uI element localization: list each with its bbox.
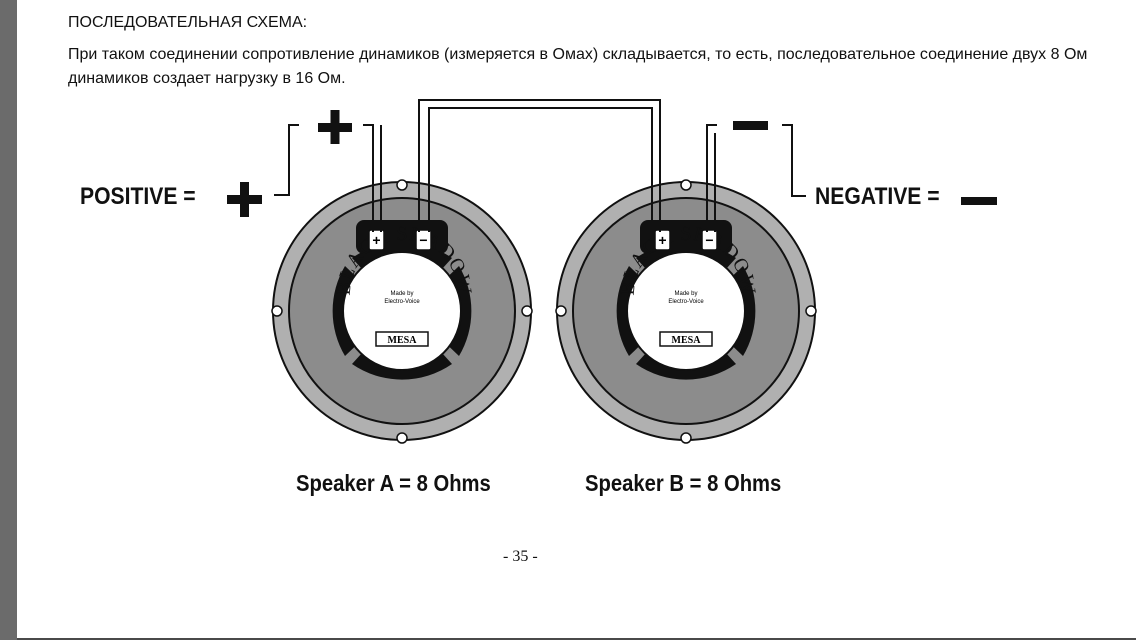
series-wiring-diagram: BLACK SHADOW Made by Electro-Voice MESA … (227, 99, 997, 444)
speaker-b-maker: Electro-Voice (668, 299, 704, 305)
speaker-a-plus-terminal: + (372, 232, 380, 248)
negative-symbol-icon (961, 197, 997, 205)
minus-sign-icon (733, 121, 768, 130)
page-number: - 35 - (503, 548, 538, 565)
body-paragraph: При таком соединении сопротивление динам… (68, 46, 1088, 87)
page-edge (17, 638, 1136, 640)
wiring (274, 99, 806, 232)
speaker-a-maker: Electro-Voice (384, 299, 420, 305)
speaker-b-minus-terminal: − (705, 232, 713, 248)
speaker-b-plus-terminal: + (658, 232, 666, 248)
speaker-b-madeby: Made by (674, 291, 697, 297)
negative-label: NEGATIVE = (815, 183, 940, 210)
speaker-b: BLACK SHADOW Made by Electro-Voice MESA … (555, 179, 817, 444)
speaker-a: BLACK SHADOW Made by Electro-Voice MESA … (271, 179, 533, 444)
speaker-b-caption: Speaker B = 8 Ohms (585, 470, 782, 496)
viewer-gutter (0, 0, 17, 640)
plus-sign-icon (318, 110, 352, 144)
speaker-a-madeby: Made by (390, 291, 413, 297)
speaker-b-badge: MESA (672, 335, 702, 346)
positive-label: POSITIVE = (80, 183, 196, 210)
positive-symbol-icon (227, 182, 262, 217)
section-heading: ПОСЛЕДОВАТЕЛЬНАЯ СХЕМА: (68, 14, 308, 31)
speaker-a-minus-terminal: − (419, 232, 427, 248)
speaker-a-badge: MESA (388, 335, 418, 346)
speaker-a-caption: Speaker A = 8 Ohms (296, 470, 491, 496)
